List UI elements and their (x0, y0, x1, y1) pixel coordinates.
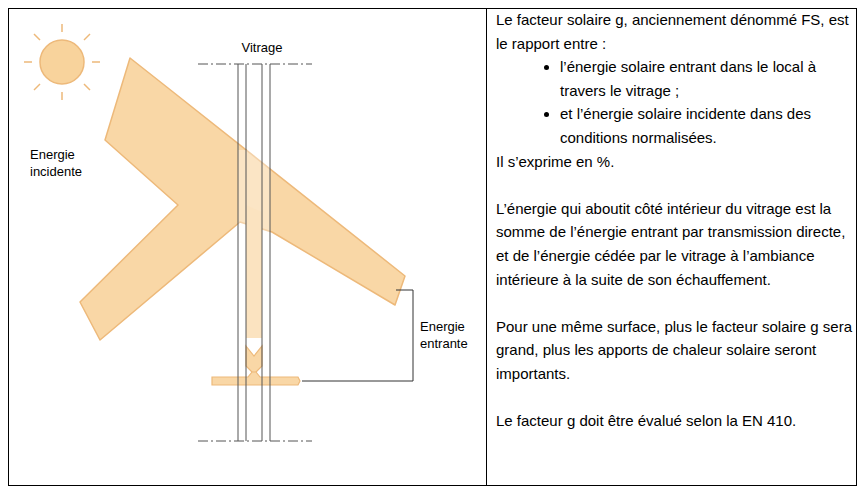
paragraph: Le facteur g doit être évalué selon la E… (496, 409, 852, 433)
definition-text: Le facteur solaire g, anciennement dénom… (496, 8, 852, 433)
paragraph: Pour une même surface, plus le facteur s… (496, 315, 852, 386)
paragraph: Le facteur solaire g, anciennement dénom… (496, 8, 852, 55)
bullet-list: l’énergie solaire entrant dans le local … (496, 55, 852, 149)
paragraph: Il s’exprime en %. (496, 150, 852, 174)
sun-symbol (24, 24, 100, 100)
bullet-item: l’énergie solaire entrant dans le local … (560, 55, 852, 102)
glazing-limit-lines (198, 64, 312, 441)
glazing-panes (238, 64, 270, 441)
cell-divider (486, 8, 487, 486)
entering-energy-label: Energie entrante (420, 318, 482, 352)
incident-energy-label: Energie incidente (30, 146, 98, 180)
glazing-label: Vitrage (232, 39, 292, 56)
leader-line (302, 290, 413, 381)
bullet-item: et l’énergie solaire incidente dans des … (560, 102, 852, 149)
absorbed-energy-bar (246, 205, 262, 338)
re-emitted-energy-bar (212, 372, 300, 385)
energy-beam (80, 58, 405, 340)
paragraph: L’énergie qui aboutit côté intérieur du … (496, 197, 852, 291)
